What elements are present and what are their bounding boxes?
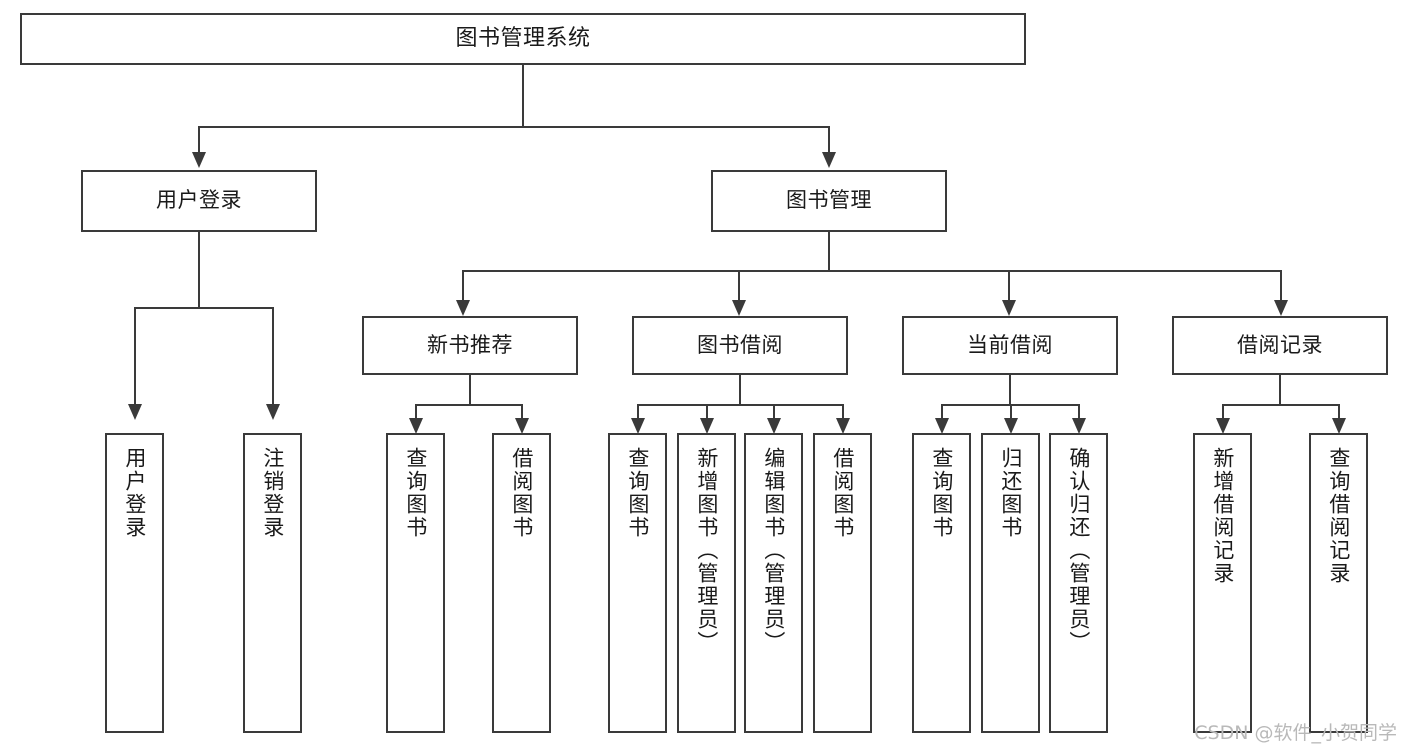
connector-book-mgmt-stem — [828, 232, 830, 270]
connector-borrow-drop-4 — [842, 404, 844, 418]
connector-current-drop-3 — [1078, 404, 1080, 418]
connector-records-stem — [1279, 375, 1281, 404]
connector-new-books-drop-1 — [415, 404, 417, 418]
connector-records-bus — [1222, 404, 1338, 406]
node-leaf-user-logout: 注销登录 — [243, 433, 302, 733]
node-leaf-cb-return: 归还图书 — [981, 433, 1040, 733]
arrow-leaf-bb-add — [700, 418, 714, 434]
arrow-leaf-cb-query — [935, 418, 949, 434]
node-group-records: 借阅记录 — [1172, 316, 1388, 375]
node-user-login-branch: 用户登录 — [81, 170, 317, 232]
connector-level3-drop-4 — [1280, 270, 1282, 300]
node-leaf-bb-add: 新增图书（管理员） — [677, 433, 736, 733]
arrow-leaf-user-logout — [266, 404, 280, 420]
node-leaf-rec-query-label: 查询借阅记录 — [1326, 447, 1351, 585]
arrow-leaf-nb-query — [409, 418, 423, 434]
connector-current-drop-1 — [941, 404, 943, 418]
connector-user-login-bus — [134, 307, 272, 309]
connector-new-books-drop-2 — [521, 404, 523, 418]
node-leaf-bb-query-label: 查询图书 — [625, 447, 650, 539]
arrow-leaf-bb-query — [631, 418, 645, 434]
node-group-records-label: 借阅记录 — [1237, 332, 1323, 357]
node-group-new-books-label: 新书推荐 — [427, 332, 513, 357]
arrow-group-records — [1274, 300, 1288, 316]
arrow-group-current — [1002, 300, 1016, 316]
node-leaf-cb-confirm-label: 确认归还（管理员） — [1066, 447, 1091, 654]
node-leaf-rec-add-label: 新增借阅记录 — [1210, 447, 1235, 585]
arrow-user-login — [192, 152, 206, 168]
node-leaf-nb-borrow-label: 借阅图书 — [509, 447, 534, 539]
node-group-current-label: 当前借阅 — [967, 332, 1053, 357]
connector-root-stem — [522, 65, 524, 126]
connector-level2-drop-left — [198, 126, 200, 152]
node-leaf-bb-query: 查询图书 — [608, 433, 667, 733]
connector-borrow-bus — [637, 404, 844, 406]
connector-borrow-drop-1 — [637, 404, 639, 418]
node-leaf-cb-query-label: 查询图书 — [929, 447, 954, 539]
node-leaf-cb-query: 查询图书 — [912, 433, 971, 733]
connector-level2-bus — [198, 126, 830, 128]
node-leaf-user-login-label: 用户登录 — [122, 447, 147, 539]
node-root-system-label: 图书管理系统 — [455, 25, 591, 51]
node-leaf-user-logout-label: 注销登录 — [260, 447, 285, 539]
node-leaf-bb-borrow-label: 借阅图书 — [830, 447, 855, 539]
node-group-borrow-label: 图书借阅 — [697, 332, 783, 357]
node-leaf-rec-add: 新增借阅记录 — [1193, 433, 1252, 733]
connector-level3-bus — [462, 270, 1280, 272]
arrow-book-mgmt — [822, 152, 836, 168]
arrow-leaf-user-login — [128, 404, 142, 420]
node-leaf-bb-edit-label: 编辑图书（管理员） — [761, 447, 786, 654]
node-leaf-bb-edit: 编辑图书（管理员） — [744, 433, 803, 733]
node-leaf-cb-confirm: 确认归还（管理员） — [1049, 433, 1108, 733]
node-root-system: 图书管理系统 — [20, 13, 1026, 65]
connector-borrow-drop-2 — [706, 404, 708, 418]
connector-level2-drop-right — [828, 126, 830, 152]
node-group-borrow: 图书借阅 — [632, 316, 848, 375]
node-group-current: 当前借阅 — [902, 316, 1118, 375]
node-book-mgmt-branch-label: 图书管理 — [786, 188, 872, 213]
node-leaf-cb-return-label: 归还图书 — [998, 447, 1023, 539]
connector-borrow-drop-3 — [773, 404, 775, 418]
connector-records-drop-2 — [1338, 404, 1340, 418]
arrow-leaf-nb-borrow — [515, 418, 529, 434]
arrow-leaf-cb-return — [1004, 418, 1018, 434]
arrow-leaf-rec-query — [1332, 418, 1346, 434]
connector-new-books-bus — [415, 404, 523, 406]
node-leaf-bb-add-label: 新增图书（管理员） — [694, 447, 719, 654]
connector-new-books-stem — [469, 375, 471, 404]
connector-level3-drop-2 — [738, 270, 740, 300]
node-user-login-branch-label: 用户登录 — [156, 188, 242, 213]
connector-user-login-drop-2 — [272, 307, 274, 404]
connector-level3-drop-1 — [462, 270, 464, 300]
connector-records-drop-1 — [1222, 404, 1224, 418]
node-leaf-nb-query: 查询图书 — [386, 433, 445, 733]
connector-current-drop-2 — [1010, 404, 1012, 418]
node-leaf-user-login: 用户登录 — [105, 433, 164, 733]
connector-level3-drop-3 — [1008, 270, 1010, 300]
arrow-leaf-rec-add — [1216, 418, 1230, 434]
node-leaf-nb-query-label: 查询图书 — [403, 447, 428, 539]
node-group-new-books: 新书推荐 — [362, 316, 578, 375]
connector-current-stem — [1009, 375, 1011, 404]
connector-user-login-drop-1 — [134, 307, 136, 404]
connector-user-login-stem — [198, 232, 200, 307]
arrow-leaf-bb-edit — [767, 418, 781, 434]
arrow-group-new-books — [456, 300, 470, 316]
node-leaf-rec-query: 查询借阅记录 — [1309, 433, 1368, 733]
arrow-group-borrow — [732, 300, 746, 316]
node-leaf-bb-borrow: 借阅图书 — [813, 433, 872, 733]
connector-borrow-stem — [739, 375, 741, 404]
node-leaf-nb-borrow: 借阅图书 — [492, 433, 551, 733]
node-book-mgmt-branch: 图书管理 — [711, 170, 947, 232]
arrow-leaf-cb-confirm — [1072, 418, 1086, 434]
arrow-leaf-bb-borrow — [836, 418, 850, 434]
